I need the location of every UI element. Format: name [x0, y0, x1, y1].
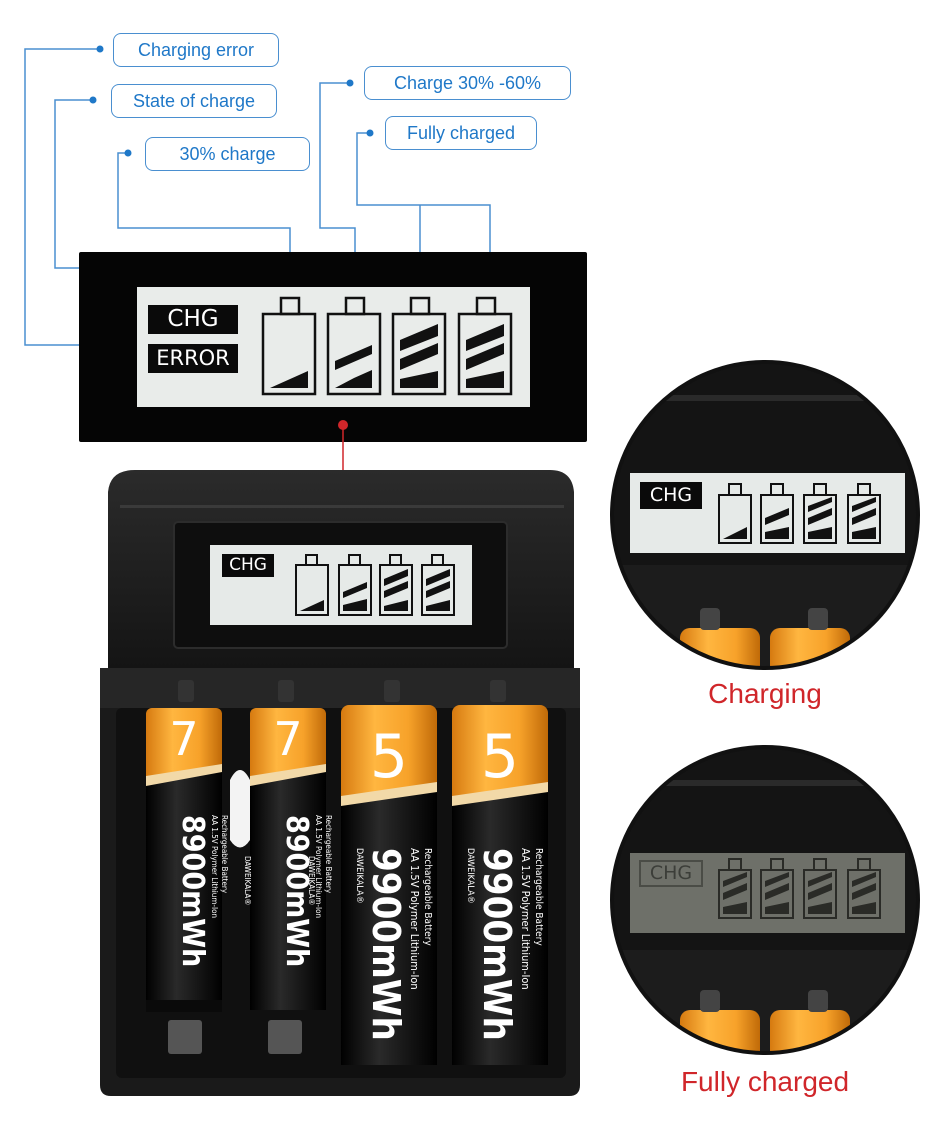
battery-1-label-group: Rechargeable Battery AA 1.5V Polymer Lit… — [159, 815, 229, 1005]
battery-1-subtitle: Rechargeable Battery — [220, 815, 229, 894]
callout-fully-charged: Fully charged — [385, 116, 537, 150]
battery-4-label-group: Rechargeable Battery AA 1.5V Polymer Lit… — [458, 848, 544, 1048]
zoom-full-chg-label: CHG — [649, 862, 693, 884]
battery-1-number: 7 — [169, 712, 199, 766]
battery-4-subtitle: Rechargeable Battery — [533, 848, 544, 946]
chg-indicator — [148, 305, 238, 334]
battery-4 — [452, 705, 548, 1065]
battery-3-capacity: 9900mWh — [364, 848, 408, 1041]
battery-2-number: 7 — [273, 712, 303, 766]
battery-3-number: 5 — [369, 722, 409, 792]
callout-charge-30-60-text: Charge 30% -60% — [393, 72, 542, 93]
battery-4-brand: DAWEIKALA® — [465, 848, 475, 904]
battery-1-capacity: 8900mWh — [175, 815, 210, 968]
battery-2-label-group: Rechargeable Battery AA 1.5V Polymer Lit… — [263, 815, 333, 1005]
battery-3 — [341, 705, 437, 1065]
lcd-battery-icons — [261, 296, 513, 396]
battery-3-brand: DAWEIKALA® — [354, 848, 364, 904]
callout-30-charge-text: 30% charge — [179, 143, 276, 164]
battery-3-subtitle: Rechargeable Battery — [422, 848, 433, 946]
charger-lcd-chg-label: CHG — [229, 555, 267, 575]
lcd-battery-bars — [270, 324, 504, 388]
callout-charging-error-text: Charging error — [137, 39, 255, 60]
fully-charged-label: Fully charged — [680, 1066, 850, 1097]
lcd-chg-label: CHG — [167, 306, 219, 332]
zoom-circle-full — [610, 745, 920, 1055]
charging-label: Charging — [708, 678, 822, 709]
battery-4-spec: AA 1.5V Polymer Lithium-Ion — [519, 848, 532, 990]
battery-4-number: 5 — [480, 722, 520, 792]
callout-charge-30-60: Charge 30% -60% — [364, 66, 571, 100]
lcd-error-label: ERROR — [156, 346, 230, 370]
battery-2-brand: DAWEIKALA® — [307, 856, 316, 906]
battery-3-label-group: Rechargeable Battery AA 1.5V Polymer Lit… — [347, 848, 433, 1048]
zoom-charging-chg-label: CHG — [649, 484, 693, 506]
battery-1-spec: AA 1.5V Polymer Lithium-Ion — [210, 815, 219, 919]
battery-1 — [146, 708, 222, 1012]
battery-1-brand: DAWEIKALA® — [243, 856, 252, 906]
battery-2 — [250, 708, 326, 1010]
callout-state-of-charge: State of charge — [111, 84, 277, 118]
callout-fully-charged-text: Fully charged — [406, 122, 516, 143]
zoom-circle-charging — [610, 360, 920, 670]
battery-2-subtitle: Rechargeable Battery — [324, 815, 333, 894]
callout-state-of-charge-text: State of charge — [132, 90, 256, 111]
callout-charging-error: Charging error — [113, 33, 279, 67]
battery-3-spec: AA 1.5V Polymer Lithium-Ion — [408, 848, 421, 990]
callout-30-charge: 30% charge — [145, 137, 310, 171]
error-indicator — [148, 344, 238, 373]
battery-4-capacity: 9900mWh — [475, 848, 519, 1041]
